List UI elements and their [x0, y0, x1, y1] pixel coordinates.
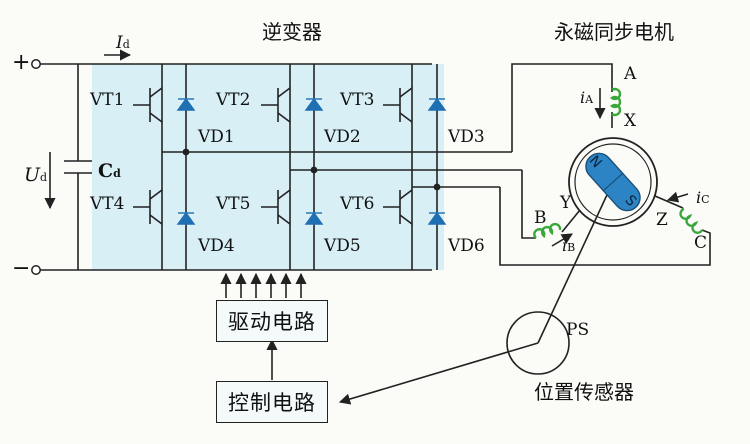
transistor-vt6 — [383, 189, 413, 225]
diode-vd6 — [427, 211, 447, 225]
inverter-title: 逆变器 — [262, 20, 322, 44]
sensor-ps-label: PS — [566, 320, 590, 340]
terminal-a-label: A — [624, 64, 637, 84]
negative-sign: − — [12, 256, 31, 281]
phase-b-current-label: iB — [562, 236, 576, 255]
transistor-vt4 — [133, 189, 163, 225]
controller-circuit-block: 控制电路 — [216, 381, 328, 423]
position-sensor — [506, 311, 570, 375]
switch-label: VT6 — [340, 194, 375, 214]
winding-b — [533, 222, 562, 239]
switch-label: VT5 — [216, 194, 251, 214]
phase-c-current-arrow — [666, 191, 689, 203]
switch-label: VT2 — [216, 90, 251, 110]
diode-vd3 — [427, 97, 447, 111]
diode-vd2 — [304, 97, 324, 111]
inverter-region — [92, 64, 444, 270]
motor-rotor — [585, 152, 641, 212]
switch-label: VT1 — [90, 90, 125, 110]
terminal-x-label: X — [624, 111, 637, 131]
winding-c — [679, 207, 704, 234]
driver-circuit-block: 驱动电路 — [216, 300, 328, 342]
diode-label: VD4 — [198, 236, 235, 256]
terminal-c-label: C — [694, 233, 708, 253]
transistor-vt3 — [383, 87, 413, 123]
sensor-feedback-line — [338, 342, 539, 405]
diode-vd5 — [304, 211, 324, 225]
terminal-z-label: Z — [656, 210, 668, 230]
transistor-vt1 — [133, 87, 163, 123]
dc-voltage-label: Ud — [24, 164, 48, 186]
phase-b-current-arrow — [551, 233, 573, 247]
switch-label: VT4 — [90, 194, 125, 214]
diode-vd4 — [176, 211, 196, 225]
rotor-shaft-link — [537, 181, 614, 344]
motor-title: 永磁同步电机 — [554, 20, 674, 44]
capacitor-label: Cd — [98, 160, 121, 182]
diode-label: VD5 — [324, 236, 361, 256]
positive-sign: + — [12, 50, 31, 75]
winding-a — [609, 87, 622, 117]
terminal-negative — [31, 265, 41, 275]
transistor-vt5 — [261, 189, 291, 225]
motor-stator-inner — [574, 143, 652, 221]
diode-label: VD2 — [324, 127, 361, 147]
phase-c-current-label: iC — [696, 188, 710, 207]
motor-stator — [568, 137, 658, 227]
diode-label: VD1 — [198, 127, 235, 147]
switch-label: VT3 — [340, 90, 375, 110]
terminal-b-label: B — [534, 208, 547, 228]
diode-vd1 — [176, 97, 196, 111]
dc-current-label: Id — [116, 33, 130, 53]
diode-label: VD6 — [448, 236, 485, 256]
diode-label: VD3 — [448, 127, 485, 147]
terminal-positive — [31, 59, 41, 69]
transistor-vt2 — [261, 87, 291, 123]
terminal-y-label: Y — [560, 193, 572, 213]
phase-a-current-label: iA — [580, 88, 594, 107]
sensor-title: 位置传感器 — [534, 380, 634, 404]
